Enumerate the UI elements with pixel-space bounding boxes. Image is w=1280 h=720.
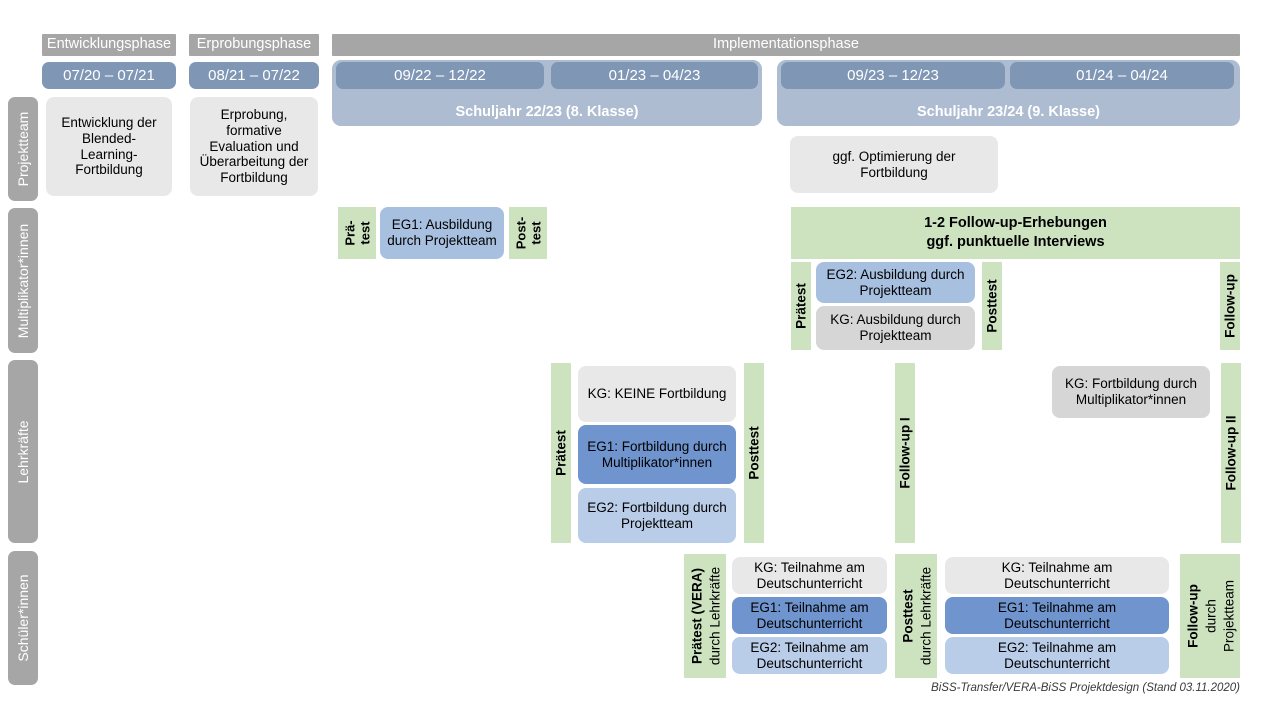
actor-label: Lehrkräfte: [15, 419, 31, 484]
actor-bar-schuelerinnen: Schüler*innen: [8, 551, 38, 685]
phase-header-erprobungsphase: Erprobungsphase: [189, 34, 319, 56]
followup-regular-line-1: durch: [1203, 599, 1219, 633]
period-label: 09/23 – 12/23: [847, 66, 939, 84]
praetest-bold-line: Prätest (VERA): [689, 567, 705, 665]
praetest-regular-line: durch Lehrkräfte: [707, 566, 723, 666]
projektteam-erprobung-box: Erprobung, formative Evaluation und Über…: [190, 97, 318, 196]
multiplikatoren-eg1-box: EG1: Ausbildung durch Projektteam: [380, 207, 504, 259]
schueler-block2-kg-box: KG: Teilnahme am Deutschunterricht: [945, 557, 1169, 594]
phase-header-label: Entwicklungsphase: [46, 36, 172, 53]
box-label: EG1: Ausbildung durch Projektteam: [387, 217, 497, 248]
schueler-block1-eg1-box: EG1: Teilnahme am Deutschunterricht: [732, 597, 887, 634]
period-01-24-04-24: 01/24 – 04/24: [1010, 62, 1234, 89]
lehrkraefte-eg2-box: EG2: Fortbildung durch Projektteam: [578, 488, 736, 543]
posttest-label: Posttest: [746, 426, 762, 480]
schueler-followup-label: Follow-up durch Projektteam: [1180, 554, 1240, 678]
followup-bold-line: Follow-up: [1185, 584, 1201, 648]
period-08-21-07-22: 08/21 – 07/22: [189, 62, 319, 89]
period-label: 09/22 – 12/22: [394, 66, 486, 84]
multiplikatoren-posttest-label: Post- test: [509, 207, 547, 259]
schueler-posttest-label: Posttest durch Lehrkräfte: [895, 554, 937, 678]
box-label: EG1: Teilnahme am Deutschunterricht: [997, 599, 1117, 631]
lehrkraefte-kg-keine-box: KG: KEINE Fortbildung: [578, 366, 736, 422]
box-label: Entwicklung der Blended-Learning-Fortbil…: [61, 114, 157, 178]
phase-header-entwicklungsphase: Entwicklungsphase: [42, 34, 176, 56]
school-year-label: Schuljahr 23/24 (9. Klasse): [917, 104, 1100, 120]
projektteam-entwicklung-box: Entwicklung der Blended-Learning-Fortbil…: [46, 97, 172, 196]
praetest-line-1: Prä-: [342, 220, 358, 246]
posttest-bold-line: Posttest: [900, 589, 916, 643]
box-label: EG1: Teilnahme am Deutschunterricht: [750, 599, 869, 631]
schueler-praetest-label: Prätest (VERA) durch Lehrkräfte: [684, 554, 726, 678]
box-label: EG2: Teilnahme am Deutschunterricht: [750, 639, 869, 671]
multiplikatoren-followup-banner: 1-2 Follow-up-Erhebungen ggf. punktuelle…: [791, 207, 1240, 259]
box-label: KG: Ausbildung durch Projektteam: [830, 312, 961, 343]
box-label: EG2: Fortbildung durch Projektteam: [587, 499, 727, 531]
box-label: KG: Teilnahme am Deutschunterricht: [754, 559, 865, 591]
period-09-22-12-22: 09/22 – 12/22: [336, 62, 544, 89]
box-label: KG: KEINE Fortbildung: [587, 386, 727, 402]
actor-bar-lehrkraefte: Lehrkräfte: [8, 360, 38, 543]
followup-regular-line-2: Projektteam: [1221, 579, 1237, 653]
multiplikatoren-kg-box: KG: Ausbildung durch Projektteam: [816, 306, 975, 350]
followup1-label: Follow-up I: [897, 417, 913, 489]
lehrkraefte-followup2-label: Follow-up II: [1221, 363, 1241, 543]
phase-header-label: Implementationsphase: [713, 36, 859, 53]
multiplikatoren-praetest2-label: Prätest: [791, 262, 811, 350]
footer-credit: BiSS-Transfer/VERA-BiSS Projektdesign (S…: [931, 682, 1240, 694]
lehrkraefte-followup1-label: Follow-up I: [895, 363, 915, 543]
period-label: 01/23 – 04/23: [608, 66, 701, 84]
followup-label: Follow-up: [1222, 274, 1238, 338]
multiplikatoren-followup-label: Follow-up: [1220, 262, 1240, 350]
box-label: EG1: Fortbildung durch Multiplikator*inn…: [587, 438, 727, 470]
phase-header-implementationsphase: Implementationsphase: [332, 34, 1240, 56]
multiplikatoren-praetest-label: Prä- test: [338, 207, 376, 259]
lehrkraefte-posttest-label: Posttest: [744, 363, 764, 543]
posttest-line-2: test: [528, 221, 544, 245]
box-label: KG: Teilnahme am Deutschunterricht: [1001, 559, 1113, 591]
period-label: 01/24 – 04/24: [1076, 66, 1168, 84]
banner-line-1: 1-2 Follow-up-Erhebungen: [924, 215, 1107, 232]
multiplikatoren-eg2-box: EG2: Ausbildung durch Projektteam: [816, 262, 975, 303]
actor-label: Schüler*innen: [15, 574, 31, 662]
period-label: 07/20 – 07/21: [63, 66, 155, 84]
period-09-23-12-23: 09/23 – 12/23: [781, 62, 1005, 89]
projektteam-optimierung-box: ggf. Optimierung der Fortbildung: [790, 136, 998, 193]
lehrkraefte-kg-fortbildung-box: KG: Fortbildung durch Multiplikator*inne…: [1052, 366, 1210, 418]
schueler-block1-kg-box: KG: Teilnahme am Deutschunterricht: [732, 557, 887, 594]
period-01-23-04-23: 01/23 – 04/23: [551, 62, 758, 89]
praetest-label: Prätest: [793, 283, 809, 329]
schueler-block2-eg2-box: EG2: Teilnahme am Deutschunterricht: [945, 637, 1169, 674]
banner-line-2: ggf. punktuelle Interviews: [926, 234, 1105, 250]
actor-bar-projektteam: Projektteam: [8, 97, 38, 201]
actor-label: Projektteam: [15, 111, 31, 187]
lehrkraefte-eg1-box: EG1: Fortbildung durch Multiplikator*inn…: [578, 425, 736, 484]
schueler-block1-eg2-box: EG2: Teilnahme am Deutschunterricht: [732, 637, 887, 674]
posttest-label: Posttest: [984, 279, 1000, 333]
box-label: ggf. Optimierung der Fortbildung: [832, 148, 956, 180]
schueler-block2-eg1-box: EG1: Teilnahme am Deutschunterricht: [945, 597, 1169, 634]
actor-bar-multiplikatorinnen: Multiplikator*innen: [8, 208, 38, 353]
phase-header-label: Erprobungsphase: [196, 36, 312, 53]
praetest-label: Prätest: [553, 430, 569, 476]
box-label: Erprobung, formative Evaluation und Über…: [199, 106, 309, 186]
praetest-line-2: test: [357, 221, 373, 245]
actor-label: Multiplikator*innen: [15, 223, 31, 338]
period-label: 08/21 – 07/22: [208, 66, 300, 84]
period-07-20-07-21: 07/20 – 07/21: [42, 62, 176, 89]
box-label: KG: Fortbildung durch Multiplikator*inne…: [1064, 376, 1198, 407]
multiplikatoren-posttest2-label: Posttest: [982, 262, 1002, 350]
school-year-label: Schuljahr 22/23 (8. Klasse): [455, 104, 639, 120]
box-label: EG2: Teilnahme am Deutschunterricht: [997, 639, 1117, 671]
followup2-label: Follow-up II: [1223, 415, 1239, 491]
lehrkraefte-praetest-label: Prätest: [551, 363, 571, 543]
posttest-line-1: Post-: [513, 216, 529, 250]
posttest-regular-line: durch Lehrkräfte: [918, 566, 934, 666]
box-label: EG2: Ausbildung durch Projektteam: [826, 266, 965, 298]
